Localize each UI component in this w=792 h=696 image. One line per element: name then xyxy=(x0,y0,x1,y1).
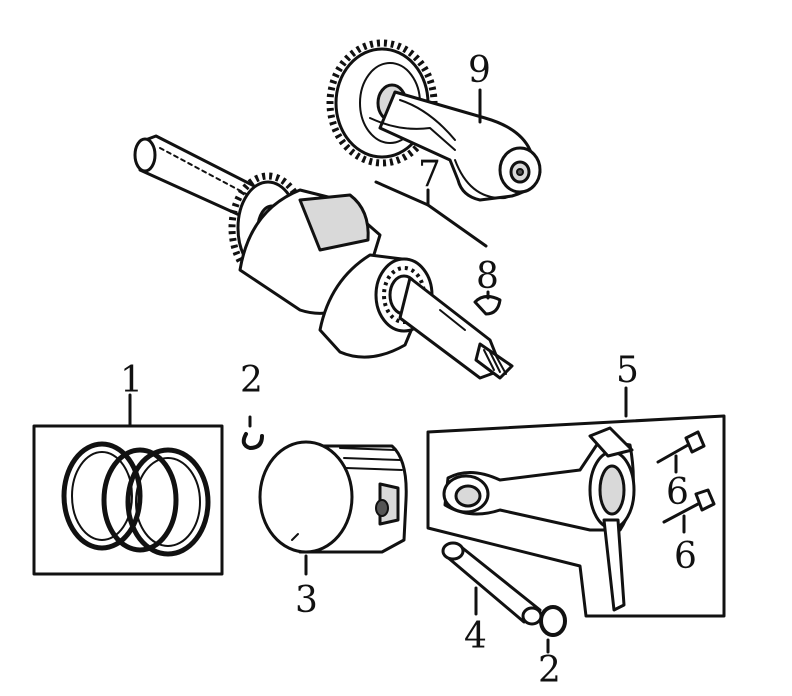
connecting-rod-set xyxy=(426,386,726,618)
callout-labels: 1 2 3 4 2 5 6 6 7 8 9 xyxy=(120,50,697,691)
rod-bolt-upper xyxy=(656,430,706,474)
camshaft xyxy=(326,39,542,202)
piston-pin xyxy=(441,541,543,626)
piston-pin-clip-top xyxy=(241,415,264,450)
callout-camshaft: 9 xyxy=(468,50,491,91)
callout-woodruff-key: 8 xyxy=(476,256,499,297)
woodruff-key xyxy=(473,295,502,316)
piston xyxy=(258,440,408,576)
callout-piston-rings: 1 xyxy=(120,360,143,401)
rings-frame xyxy=(32,424,224,576)
rod-bolt-lower xyxy=(662,488,716,534)
piston-rings-set xyxy=(32,393,224,576)
callout-crankshaft: 7 xyxy=(418,154,441,195)
callout-rod-bolt-lower: 6 xyxy=(674,536,697,577)
callout-piston: 3 xyxy=(295,580,318,621)
callout-connecting-rod: 5 xyxy=(616,350,639,391)
crankshaft xyxy=(133,134,514,380)
callout-piston-pin: 4 xyxy=(464,616,487,657)
leader-lines-top xyxy=(374,88,490,300)
piston-pin-clip-bottom xyxy=(539,605,567,654)
callout-clip-bottom: 2 xyxy=(538,650,561,691)
callout-rod-bolt-upper: 6 xyxy=(666,472,689,513)
callout-clip-top: 2 xyxy=(240,360,263,401)
